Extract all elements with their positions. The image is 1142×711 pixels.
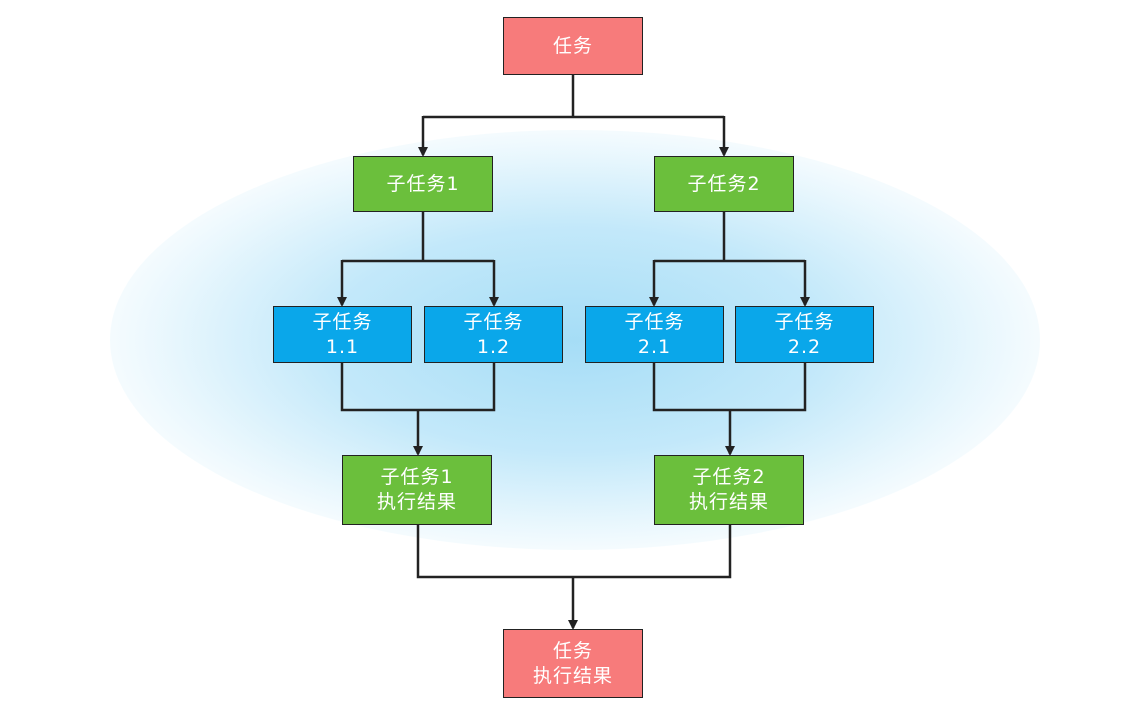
subtask-1-result-node: 子任务1 执行结果 bbox=[342, 455, 492, 525]
subtask-1-2-line1: 子任务 bbox=[463, 310, 524, 333]
subtask-2-2-line1: 子任务 bbox=[774, 310, 835, 333]
subtask-1-1-line1: 子任务 bbox=[312, 310, 373, 333]
edge-root-split bbox=[423, 75, 724, 119]
subtask-1-2-line2: 1.2 bbox=[476, 335, 511, 358]
edge-sub2-split bbox=[654, 212, 805, 263]
subtask-2-result-node: 子任务2 执行结果 bbox=[654, 455, 804, 525]
subtask-2-1-node: 子任务 2.1 bbox=[585, 306, 724, 363]
edge-merge-2 bbox=[652, 363, 807, 412]
subtask-1-result-line1: 子任务1 bbox=[380, 466, 454, 488]
task-result-node: 任务 执行结果 bbox=[503, 629, 643, 698]
subtask-2-node: 子任务2 bbox=[654, 156, 794, 212]
edge-final-merge bbox=[416, 525, 732, 579]
subtask-2-label: 子任务2 bbox=[687, 172, 761, 195]
subtask-1-1-node: 子任务 1.1 bbox=[273, 306, 412, 363]
task-result-line2: 执行结果 bbox=[532, 664, 613, 687]
task-result-line1: 任务 bbox=[552, 639, 593, 662]
subtask-2-1-line1: 子任务 bbox=[624, 310, 685, 333]
subtask-2-result-line2: 执行结果 bbox=[688, 491, 769, 513]
task-node: 任务 bbox=[503, 17, 643, 75]
subtask-2-result-line1: 子任务2 bbox=[692, 466, 766, 488]
subtask-1-1-line2: 1.1 bbox=[325, 335, 360, 358]
subtask-2-2-line2: 2.2 bbox=[787, 335, 822, 358]
subtask-2-1-line2: 2.1 bbox=[637, 335, 672, 358]
task-label: 任务 bbox=[552, 34, 593, 57]
edge-merge-1 bbox=[340, 363, 496, 412]
subtask-1-result-line2: 执行结果 bbox=[376, 491, 457, 513]
subtask-1-node: 子任务1 bbox=[353, 156, 493, 212]
subtask-1-label: 子任务1 bbox=[386, 172, 460, 195]
subtask-2-2-node: 子任务 2.2 bbox=[735, 306, 874, 363]
background-glow bbox=[110, 130, 1040, 550]
edge-sub1-split bbox=[342, 212, 494, 263]
subtask-1-2-node: 子任务 1.2 bbox=[424, 306, 563, 363]
